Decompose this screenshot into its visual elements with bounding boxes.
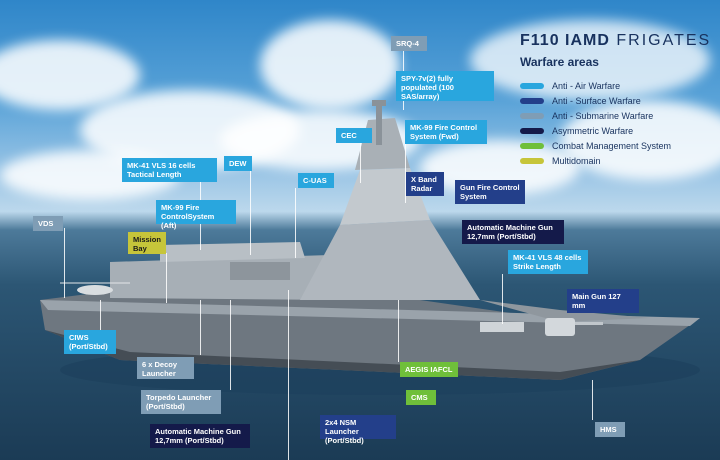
label-dew: DEW	[224, 156, 252, 171]
label-spy7-radar: SPY-7v(2) fully populated (100 SAS/array…	[396, 71, 494, 101]
legend-item: Anti - Submarine Warfare	[520, 110, 653, 122]
leader-line	[405, 143, 406, 203]
label-ciws: CIWS (Port/Stbd)	[64, 330, 116, 354]
legend-swatch	[520, 158, 544, 164]
legend-swatch	[520, 143, 544, 149]
title-light: FRIGATES	[609, 32, 712, 49]
cloud	[0, 40, 140, 110]
legend-label: Anti - Surface Warfare	[552, 96, 641, 106]
label-torpedo-launcher: Torpedo Launcher (Port/Stbd)	[141, 390, 221, 414]
legend-title: Warfare areas	[520, 55, 599, 69]
legend-label: Multidomain	[552, 156, 601, 166]
title-bold: F110 IAMD	[520, 32, 610, 49]
legend-label: Anti - Air Warfare	[552, 81, 621, 91]
legend-item: Multidomain	[520, 155, 601, 167]
leader-line	[502, 274, 503, 324]
label-mission-bay: Mission Bay	[128, 232, 166, 254]
legend-label: Anti - Submarine Warfare	[552, 111, 654, 121]
legend-item: Anti - Air Warfare	[520, 80, 620, 92]
label-xband-radar: X Band Radar	[406, 172, 444, 196]
leader-line	[398, 300, 399, 362]
leader-line	[592, 380, 593, 420]
label-main-gun: Main Gun 127 mm	[567, 289, 639, 313]
label-mk99-fwd: MK-99 Fire Control System (Fwd)	[405, 120, 487, 144]
label-cec: CEC	[336, 128, 372, 143]
cloud	[470, 20, 710, 100]
label-vds: VDS	[33, 216, 63, 231]
legend-swatch	[520, 83, 544, 89]
leader-line	[64, 228, 65, 298]
label-mk41-48-cells: MK-41 VLS 48 cells Strike Length	[508, 250, 588, 274]
leader-line	[166, 253, 167, 303]
label-auto-machine-gun-aft: Automatic Machine Gun 12,7mm (Port/Stbd)	[150, 424, 250, 448]
cloud	[260, 20, 400, 110]
label-cuas: C-UAS	[298, 173, 334, 188]
leader-line	[360, 143, 361, 183]
label-nsm-launcher: 2x4 NSM Launcher (Port/Stbd)	[320, 415, 396, 445]
leader-line	[295, 188, 296, 258]
label-hms: HMS	[595, 422, 625, 437]
label-aegis-iafcl: AEGIS IAFCL	[400, 362, 458, 377]
legend-item: Asymmetric Warfare	[520, 125, 633, 137]
label-srq4: SRQ-4	[391, 36, 427, 51]
legend-swatch	[520, 113, 544, 119]
leader-line	[100, 300, 101, 330]
label-auto-machine-gun-fwd: Automatic Machine Gun 12,7mm (Port/Stbd)	[462, 220, 564, 244]
legend-item: Combat Management System	[520, 140, 671, 152]
legend-label: Combat Management System	[552, 141, 672, 151]
leader-line	[230, 300, 231, 390]
legend-item: Anti - Surface Warfare	[520, 95, 641, 107]
leader-line	[250, 170, 251, 255]
legend-swatch	[520, 98, 544, 104]
label-decoy-launcher: 6 x Decoy Launcher	[137, 357, 194, 379]
label-mk41-16-cells: MK-41 VLS 16 cells Tactical Length	[122, 158, 217, 182]
leader-line	[288, 290, 289, 460]
legend-swatch	[520, 128, 544, 134]
infographic-title: F110 IAMD FRIGATES	[520, 32, 711, 50]
label-cms: CMS	[406, 390, 436, 405]
legend-label: Asymmetric Warfare	[552, 126, 634, 136]
leader-line	[200, 300, 201, 355]
label-gun-fire-control: Gun Fire Control System	[455, 180, 525, 204]
cloud	[560, 100, 720, 180]
label-mk99-aft: MK-99 Fire ControlSystem (Aft)	[156, 200, 236, 230]
